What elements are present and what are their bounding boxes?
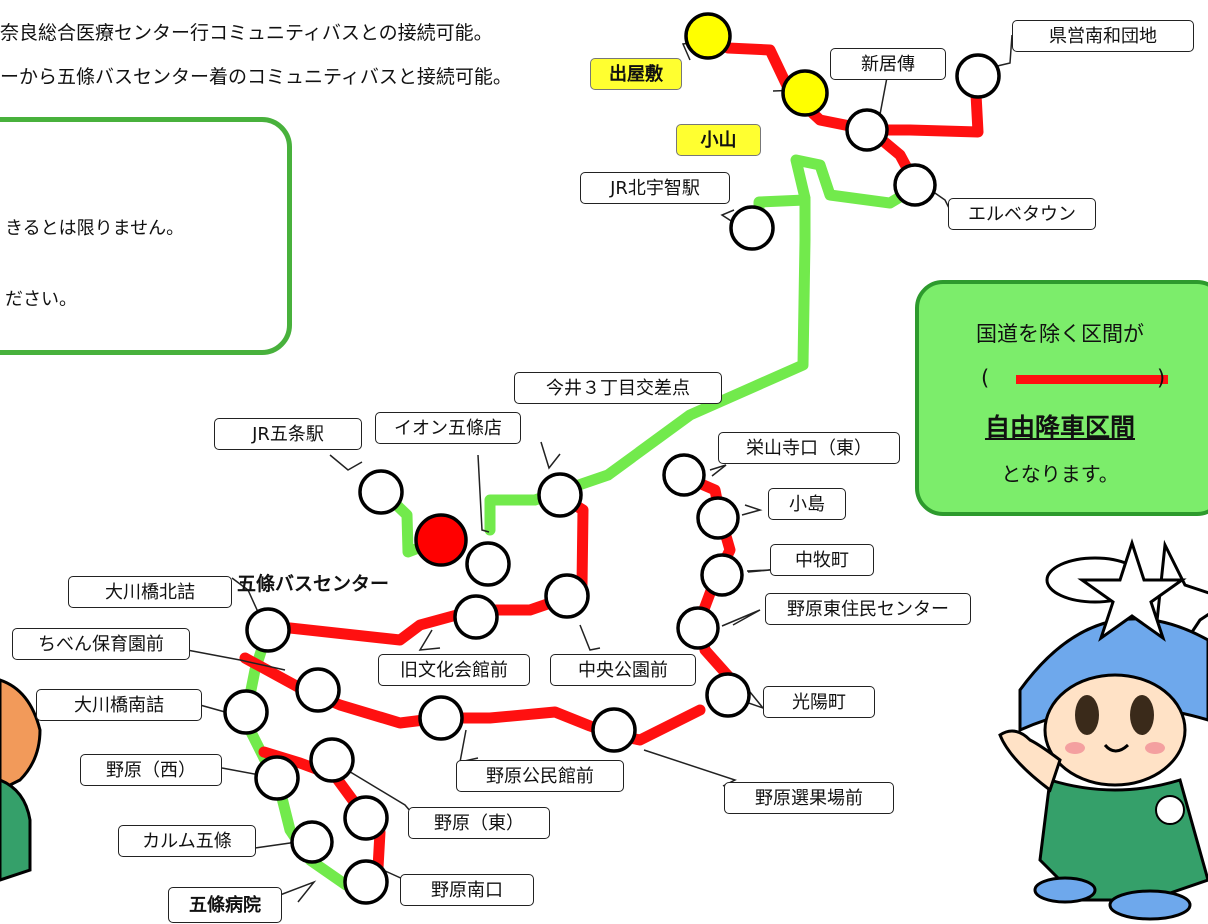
stop-nakamaki[interactable] <box>700 553 744 597</box>
notice-line-2: ださい。 <box>5 289 77 310</box>
mascot-character <box>998 538 1208 921</box>
stop-elbe[interactable] <box>893 163 937 207</box>
label-elbe[interactable]: エルベタウン <box>948 198 1096 230</box>
stop-bus-center[interactable] <box>414 513 468 567</box>
header-note-1: 奈良総合医療センター行コミュニティバスとの接続可能。 <box>0 22 493 44</box>
label-bus-center[interactable]: 五條バスセンター <box>237 573 390 595</box>
label-eizanji[interactable]: 栄山寺口（東） <box>718 432 900 464</box>
label-jrgojo[interactable]: JR五条駅 <box>214 418 362 450</box>
stop-kojima[interactable] <box>696 496 740 540</box>
label-chiben[interactable]: ちべん保育園前 <box>12 628 190 660</box>
stop-kenei[interactable] <box>955 53 1001 99</box>
legend-open-paren: ( <box>981 366 990 390</box>
header-note-2: ーから五條バスセンター着のコミュニティバスと接続可能。 <box>0 66 512 88</box>
stop-jrgojo[interactable] <box>358 469 404 515</box>
label-demachiya[interactable]: 出屋敷 <box>590 58 682 90</box>
stop-nohara-minamiguchi[interactable] <box>343 795 389 841</box>
label-okawa-kita[interactable]: 大川橋北詰 <box>68 576 232 608</box>
stop-eizanji[interactable] <box>662 453 706 497</box>
legend-emphasis: 自由降車区間 <box>984 413 1135 442</box>
stop-chiben[interactable] <box>295 667 341 713</box>
label-kojima[interactable]: 小島 <box>768 488 846 520</box>
stop-nohara-kominkan[interactable] <box>418 695 464 741</box>
label-okawa-minami[interactable]: 大川橋南詰 <box>36 689 202 721</box>
label-nohara-nishi[interactable]: 野原（西） <box>80 754 222 786</box>
label-nohara-senka[interactable]: 野原選果場前 <box>724 782 894 814</box>
stop-chuo[interactable] <box>544 573 590 619</box>
legend-line-1: 国道を除く区間が <box>976 322 1144 346</box>
label-arai[interactable]: 新居傳 <box>830 48 946 80</box>
stop-arai[interactable] <box>845 108 889 152</box>
stop-okawa-minami[interactable] <box>223 689 269 735</box>
stop-kitauchi[interactable] <box>729 205 775 251</box>
notice-line-1: きるとは限りません。 <box>5 218 185 239</box>
label-nohara-minamiguchi[interactable]: 野原南口 <box>400 874 534 906</box>
label-nohara-kominkan[interactable]: 野原公民館前 <box>456 760 624 792</box>
legend-red-bar <box>1016 375 1168 384</box>
label-koyama[interactable]: 小山 <box>676 124 761 156</box>
stop-koyama[interactable] <box>781 69 829 117</box>
stop-aeon[interactable] <box>465 541 511 587</box>
legend-line-3: となります。 <box>1001 462 1119 486</box>
label-karumu[interactable]: カルム五條 <box>118 825 256 857</box>
stop-karumu[interactable] <box>290 820 334 864</box>
label-kenei[interactable]: 県営南和団地 <box>1012 20 1194 52</box>
mascot-left-fragment <box>0 678 42 882</box>
stop-nohara-senka[interactable] <box>591 707 637 753</box>
label-nohara-higashi-center[interactable]: 野原東住民センター <box>765 593 971 625</box>
legend-box: 国道を除く区間が ( ) 自由降車区間 となります。 <box>915 280 1208 516</box>
stop-nohara-higashi-center[interactable] <box>676 606 720 650</box>
stop-okawa-kita[interactable] <box>245 607 291 653</box>
stop-gojo-hospital[interactable] <box>343 859 389 905</box>
label-chuo[interactable]: 中央公園前 <box>550 654 696 686</box>
label-kitauchi[interactable]: JR北宇智駅 <box>580 172 730 204</box>
label-imai[interactable]: 今井３丁目交差点 <box>514 372 722 404</box>
label-nakamaki[interactable]: 中牧町 <box>770 544 874 576</box>
notice-box: きるとは限りません。 ださい。 <box>0 117 292 355</box>
label-aeon[interactable]: イオン五條店 <box>375 412 521 444</box>
stop-kyubunka[interactable] <box>453 594 499 640</box>
label-koyo[interactable]: 光陽町 <box>763 686 875 718</box>
stop-imai[interactable] <box>537 472 583 518</box>
label-gojo-hospital[interactable]: 五條病院 <box>168 887 282 923</box>
stop-demachiya[interactable] <box>684 12 732 60</box>
label-nohara-higashi[interactable]: 野原（東） <box>408 807 550 839</box>
stop-nohara-nishi[interactable] <box>254 755 300 801</box>
stop-koyo[interactable] <box>705 672 751 718</box>
stop-nohara-higashi[interactable] <box>309 737 355 783</box>
label-kyubunka[interactable]: 旧文化会館前 <box>378 654 530 686</box>
legend-close-paren: ) <box>1157 366 1166 390</box>
